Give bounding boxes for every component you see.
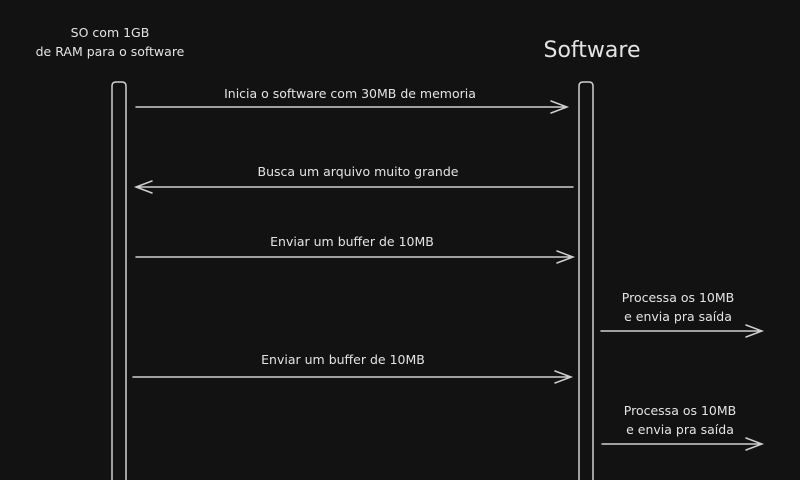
message-label: Busca um arquivo muito grande — [257, 164, 459, 179]
arrow-search-file — [133, 180, 574, 194]
message-label: Inicia o software com 30MB de memoria — [224, 86, 476, 101]
message-label-line1: Processa os 10MB — [621, 290, 735, 305]
message-label: Enviar um buffer de 10MB — [270, 234, 434, 249]
software-actor-label: Software — [543, 38, 641, 63]
arrow-send-buffer-2 — [132, 370, 574, 384]
arrow-process-output-2 — [601, 437, 765, 451]
message-label: Enviar um buffer de 10MB — [261, 352, 425, 367]
message-label-line1: Processa os 10MB — [623, 403, 737, 418]
arrow-start-software — [135, 100, 570, 114]
os-actor-label-line2: de RAM para o software — [35, 44, 185, 59]
os-actor-label-line1: SO com 1GB — [70, 25, 150, 40]
message-label-line2: e envia pra saída — [626, 422, 734, 437]
os-lifeline — [111, 81, 127, 480]
arrow-process-output-1 — [600, 324, 765, 338]
software-lifeline — [578, 81, 594, 480]
arrow-send-buffer-1 — [135, 250, 576, 264]
message-label-line2: e envia pra saída — [624, 309, 732, 324]
